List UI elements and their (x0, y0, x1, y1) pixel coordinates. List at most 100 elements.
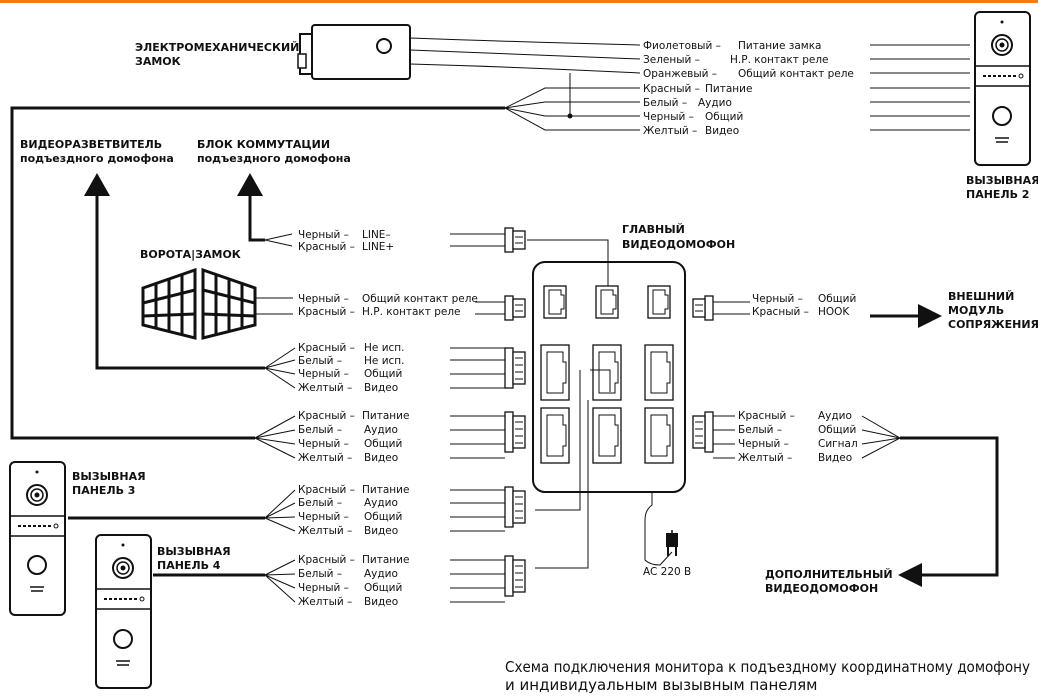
panel3-color-1: Красный – (298, 484, 355, 496)
extra-color-1: Красный – (738, 410, 795, 422)
lock-wire-color-4: Красный – (643, 83, 700, 95)
panel4-signal-3: Общий (364, 582, 402, 594)
lock-wire-signal-3: Общий контакт реле (738, 68, 854, 80)
main-monitor-label-2: ВИДЕОДОМОФОН (622, 238, 735, 251)
panel3-label-2: ПАНЕЛЬ 3 (72, 484, 135, 497)
lock-label-2: ЗАМОК (135, 55, 181, 68)
panel2-in-color-1: Красный – (298, 410, 355, 422)
gate-color-1: Черный – (298, 293, 349, 305)
gate-color-2: Красный – (298, 306, 355, 318)
splitter-signal-1: Не исп. (364, 342, 405, 354)
panel4-label-2: ПАНЕЛЬ 4 (157, 559, 221, 572)
main-monitor (532, 261, 686, 493)
panel3-color-4: Желтый – (298, 525, 352, 537)
extra-monitor-label-2: ВИДЕОДОМОФОН (765, 582, 878, 595)
top-accent-bar (0, 0, 1038, 3)
power-plug-icon (666, 530, 678, 556)
extra-color-2: Белый – (738, 424, 782, 436)
extra-color-4: Желтый – (738, 452, 792, 464)
splitter-label-1: ВИДЕОРАЗВЕТВИТЕЛЬ (20, 138, 162, 151)
splitter-color-2: Белый – (298, 355, 342, 367)
panel4-label-1: ВЫЗЫВНАЯ (157, 545, 231, 558)
panel4-signal-2: Аудио (364, 568, 398, 580)
lock-wire-signal-5: Аудио (698, 97, 732, 109)
lock-wire-color-6: Черный – (643, 111, 694, 123)
call-panel-4 (95, 534, 152, 689)
panel3-color-2: Белый – (298, 497, 342, 509)
extra-signal-3: Сигнал (818, 438, 858, 450)
splitter-signal-2: Не исп. (364, 355, 405, 367)
panel2-in-signal-3: Общий (364, 438, 402, 450)
extra-signal-1: Аудио (818, 410, 852, 422)
lock-wire-color-1: Фиолетовый – (643, 40, 721, 52)
lock-wire-signal-7: Видео (705, 125, 739, 137)
panel2-in-signal-4: Видео (364, 452, 398, 464)
thick-lines (10, 106, 999, 587)
panel2-in-signal-1: Питание (362, 410, 409, 422)
splitter-color-4: Желтый – (298, 382, 352, 394)
call-panel-3 (9, 461, 66, 616)
panel2-in-color-4: Желтый – (298, 452, 352, 464)
extra-signal-4: Видео (818, 452, 852, 464)
lock-device (297, 24, 411, 80)
panel2-input-wires (254, 411, 526, 459)
hook-color-2: Красный – (752, 306, 809, 318)
gate-signal-2: Н.Р. контакт реле (362, 306, 461, 318)
panel4-color-1: Красный – (298, 554, 355, 566)
line-color-1: Черный – (298, 229, 349, 241)
hook-signal-1: Общий (818, 293, 856, 305)
gate-label: ВОРОТА|ЗАМОК (140, 248, 241, 261)
lock-wire-signal-1: Питание замка (738, 40, 821, 52)
lock-wire-color-5: Белый – (643, 97, 687, 109)
hook-wires (692, 295, 750, 321)
panel4-color-3: Черный – (298, 582, 349, 594)
splitter-wires (264, 347, 526, 389)
lock-panel2-wires (409, 37, 970, 131)
gate-icon (141, 267, 257, 340)
panel3-wires (264, 486, 526, 532)
internal-wiring (527, 239, 673, 569)
caption-line-2: и индивидуальным вызывным панелям (505, 676, 817, 694)
lock-wire-signal-4: Питание (705, 83, 752, 95)
panel4-signal-1: Питание (362, 554, 409, 566)
extra-monitor-wires (692, 411, 901, 459)
switch-block-label-2: подъездного домофона (197, 152, 351, 165)
lock-wire-signal-2: Н.Р. контакт реле (730, 54, 829, 66)
panel3-signal-2: Аудио (364, 497, 398, 509)
line-color-2: Красный – (298, 241, 355, 253)
splitter-signal-4: Видео (364, 382, 398, 394)
external-module-label-1: ВНЕШНИЙ (948, 290, 1014, 303)
panel3-signal-3: Общий (364, 511, 402, 523)
gate-relay-wires (255, 295, 526, 321)
panel3-color-3: Черный – (298, 511, 349, 523)
panel3-signal-4: Видео (364, 525, 398, 537)
lock-label-1: ЭЛЕКТРОМЕХАНИЧЕСКИЙ (135, 41, 299, 54)
panel4-wires (264, 555, 526, 603)
external-module-label-2: МОДУЛЬ (948, 304, 1004, 317)
panel2-in-color-3: Черный – (298, 438, 349, 450)
line-wires (264, 227, 526, 253)
switch-block-label-1: БЛОК КОММУТАЦИИ (197, 138, 330, 151)
panel4-color-4: Желтый – (298, 596, 352, 608)
power-label: AC 220 В (643, 566, 691, 578)
line-signal-2: LINE+ (362, 241, 394, 253)
panel2-label-2: ПАНЕЛЬ 2 (966, 188, 1029, 201)
lock-wire-color-3: Оранжевый – (643, 68, 717, 80)
extra-color-3: Черный – (738, 438, 789, 450)
panel3-signal-1: Питание (362, 484, 409, 496)
panel2-in-color-2: Белый – (298, 424, 342, 436)
splitter-color-3: Черный – (298, 368, 349, 380)
call-panel-2 (974, 11, 1031, 166)
panel3-label-1: ВЫЗЫВНАЯ (72, 470, 146, 483)
lock-wire-color-7: Желтый – (643, 125, 697, 137)
extra-monitor-label-1: ДОПОЛНИТЕЛЬНЫЙ (765, 568, 893, 581)
splitter-signal-3: Общий (364, 368, 402, 380)
panel2-in-signal-2: Аудио (364, 424, 398, 436)
lock-wire-signal-6: Общий (705, 111, 743, 123)
lock-wire-color-2: Зеленый – (643, 54, 700, 66)
splitter-color-1: Красный – (298, 342, 355, 354)
panel4-signal-4: Видео (364, 596, 398, 608)
splitter-label-2: подъездного домофона (20, 152, 174, 165)
main-monitor-label-1: ГЛАВНЫЙ (622, 223, 685, 236)
